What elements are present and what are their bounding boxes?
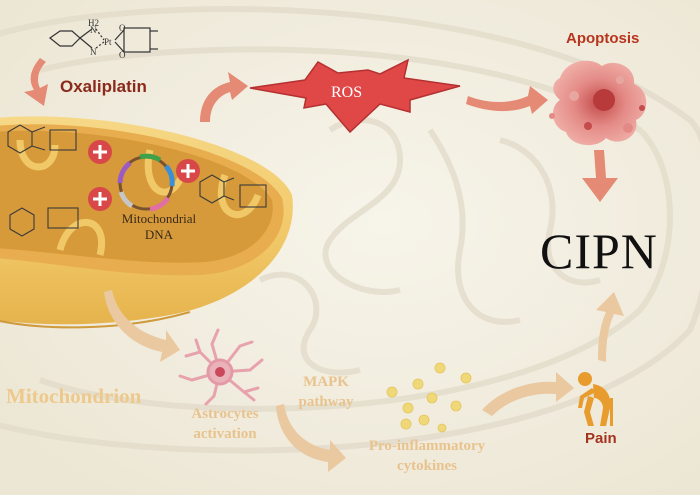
oxaliplatin-molecule-icon: H2 N N Pt O O <box>48 18 158 60</box>
arrow-cytokines-to-pain <box>482 372 574 416</box>
arrow-apoptosis-to-cipn <box>582 150 618 202</box>
dna-plasmid-icon <box>117 153 175 212</box>
arrow-ros-to-apoptosis <box>466 86 548 114</box>
plus-icon <box>176 159 200 183</box>
astrocytes-activation-label: Astrocytes activation <box>191 406 259 442</box>
arrow-oxaliplatin-to-mito <box>24 58 48 106</box>
oxaliplatin-molecule-icon-inner <box>7 124 267 237</box>
arrow-mito-to-astrocyte <box>104 290 180 362</box>
apoptosis-label: Apoptosis <box>566 30 640 47</box>
ros-star-icon <box>249 58 461 134</box>
molecule-o-top: O <box>119 23 126 33</box>
mitochondrial-dna-label: Mitochondrial DNA <box>121 211 197 242</box>
plus-icons <box>88 140 200 211</box>
molecule-o-bottom: O <box>119 50 126 60</box>
molecule-n-top: N <box>90 25 97 35</box>
astrocyte-icon <box>178 328 264 406</box>
red-arrows <box>24 58 618 202</box>
pain-figure-icon <box>578 372 613 426</box>
pain-label: Pain <box>585 430 617 447</box>
arrow-mito-to-ros <box>200 72 248 122</box>
arrow-pain-to-cipn <box>596 292 624 362</box>
plus-icon <box>88 140 112 164</box>
ros-label: ROS <box>331 84 363 101</box>
background-mitochondrion <box>0 6 700 454</box>
pro-inflammatory-cytokines-label: Pro-inflammatory cytokines <box>368 438 486 474</box>
cytokine-dots-icon <box>386 362 472 433</box>
mapk-pathway-label: MAPK pathway <box>298 374 354 410</box>
molecule-pt: Pt <box>104 37 112 47</box>
plus-icon <box>88 187 112 211</box>
apoptotic-cell-icon <box>549 60 647 146</box>
tan-arrows <box>104 290 624 472</box>
mitochondrion <box>0 116 293 329</box>
mitochondrion-label: Mitochondrion <box>6 384 142 408</box>
arrow-astrocyte-to-cytokines <box>276 404 346 472</box>
molecule-n-bottom: N <box>90 47 97 57</box>
molecule-h2-top: H2 <box>88 18 99 28</box>
oxaliplatin-label: Oxaliplatin <box>60 77 147 96</box>
cipn-label: CIPN <box>540 223 658 279</box>
